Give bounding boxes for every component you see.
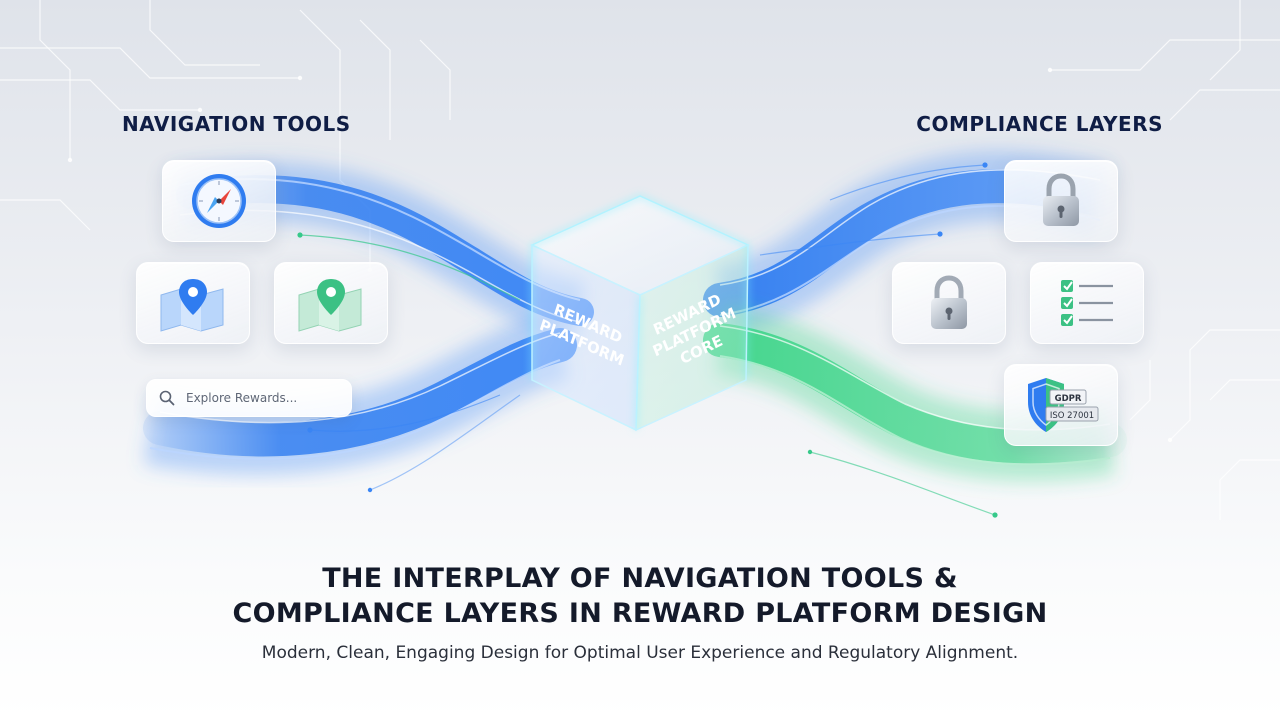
certification-tile[interactable]: GDPR ISO 27001 [1004, 364, 1118, 446]
compass-tile[interactable] [162, 160, 276, 242]
explore-rewards-search[interactable] [146, 379, 352, 417]
lock-tile-middle[interactable] [892, 262, 1006, 344]
iso-badge-text: ISO 27001 [1050, 411, 1094, 421]
compliance-layers-title: COMPLIANCE LAYERS [916, 112, 1163, 136]
gdpr-badge-text: GDPR [1055, 394, 1082, 404]
navigation-tools-title: NAVIGATION TOOLS [122, 112, 351, 136]
map-blue-tile[interactable] [136, 262, 250, 344]
lower-left-stream [143, 311, 577, 475]
headline-line-1: THE INTERPLAY OF NAVIGATION TOOLS & [322, 563, 958, 594]
lower-right-stream [703, 305, 1127, 482]
headline-line-2: COMPLIANCE LAYERS IN REWARD PLATFORM DES… [232, 598, 1048, 629]
lock-tile-top[interactable] [1004, 160, 1118, 242]
map-green-tile[interactable] [274, 262, 388, 344]
padlock-icon [931, 275, 967, 329]
map-pin-icon [298, 279, 362, 332]
map-pin-icon [160, 279, 224, 332]
search-input[interactable] [184, 390, 348, 406]
compass-icon [192, 174, 246, 228]
padlock-icon [1043, 173, 1079, 226]
headline-subtitle: Modern, Clean, Engaging Design for Optim… [261, 643, 1019, 663]
checklist-tile[interactable] [1030, 262, 1144, 344]
shield-icon: GDPR ISO 27001 [1028, 378, 1099, 432]
search-icon [159, 390, 175, 406]
checklist-icon [1061, 280, 1113, 326]
